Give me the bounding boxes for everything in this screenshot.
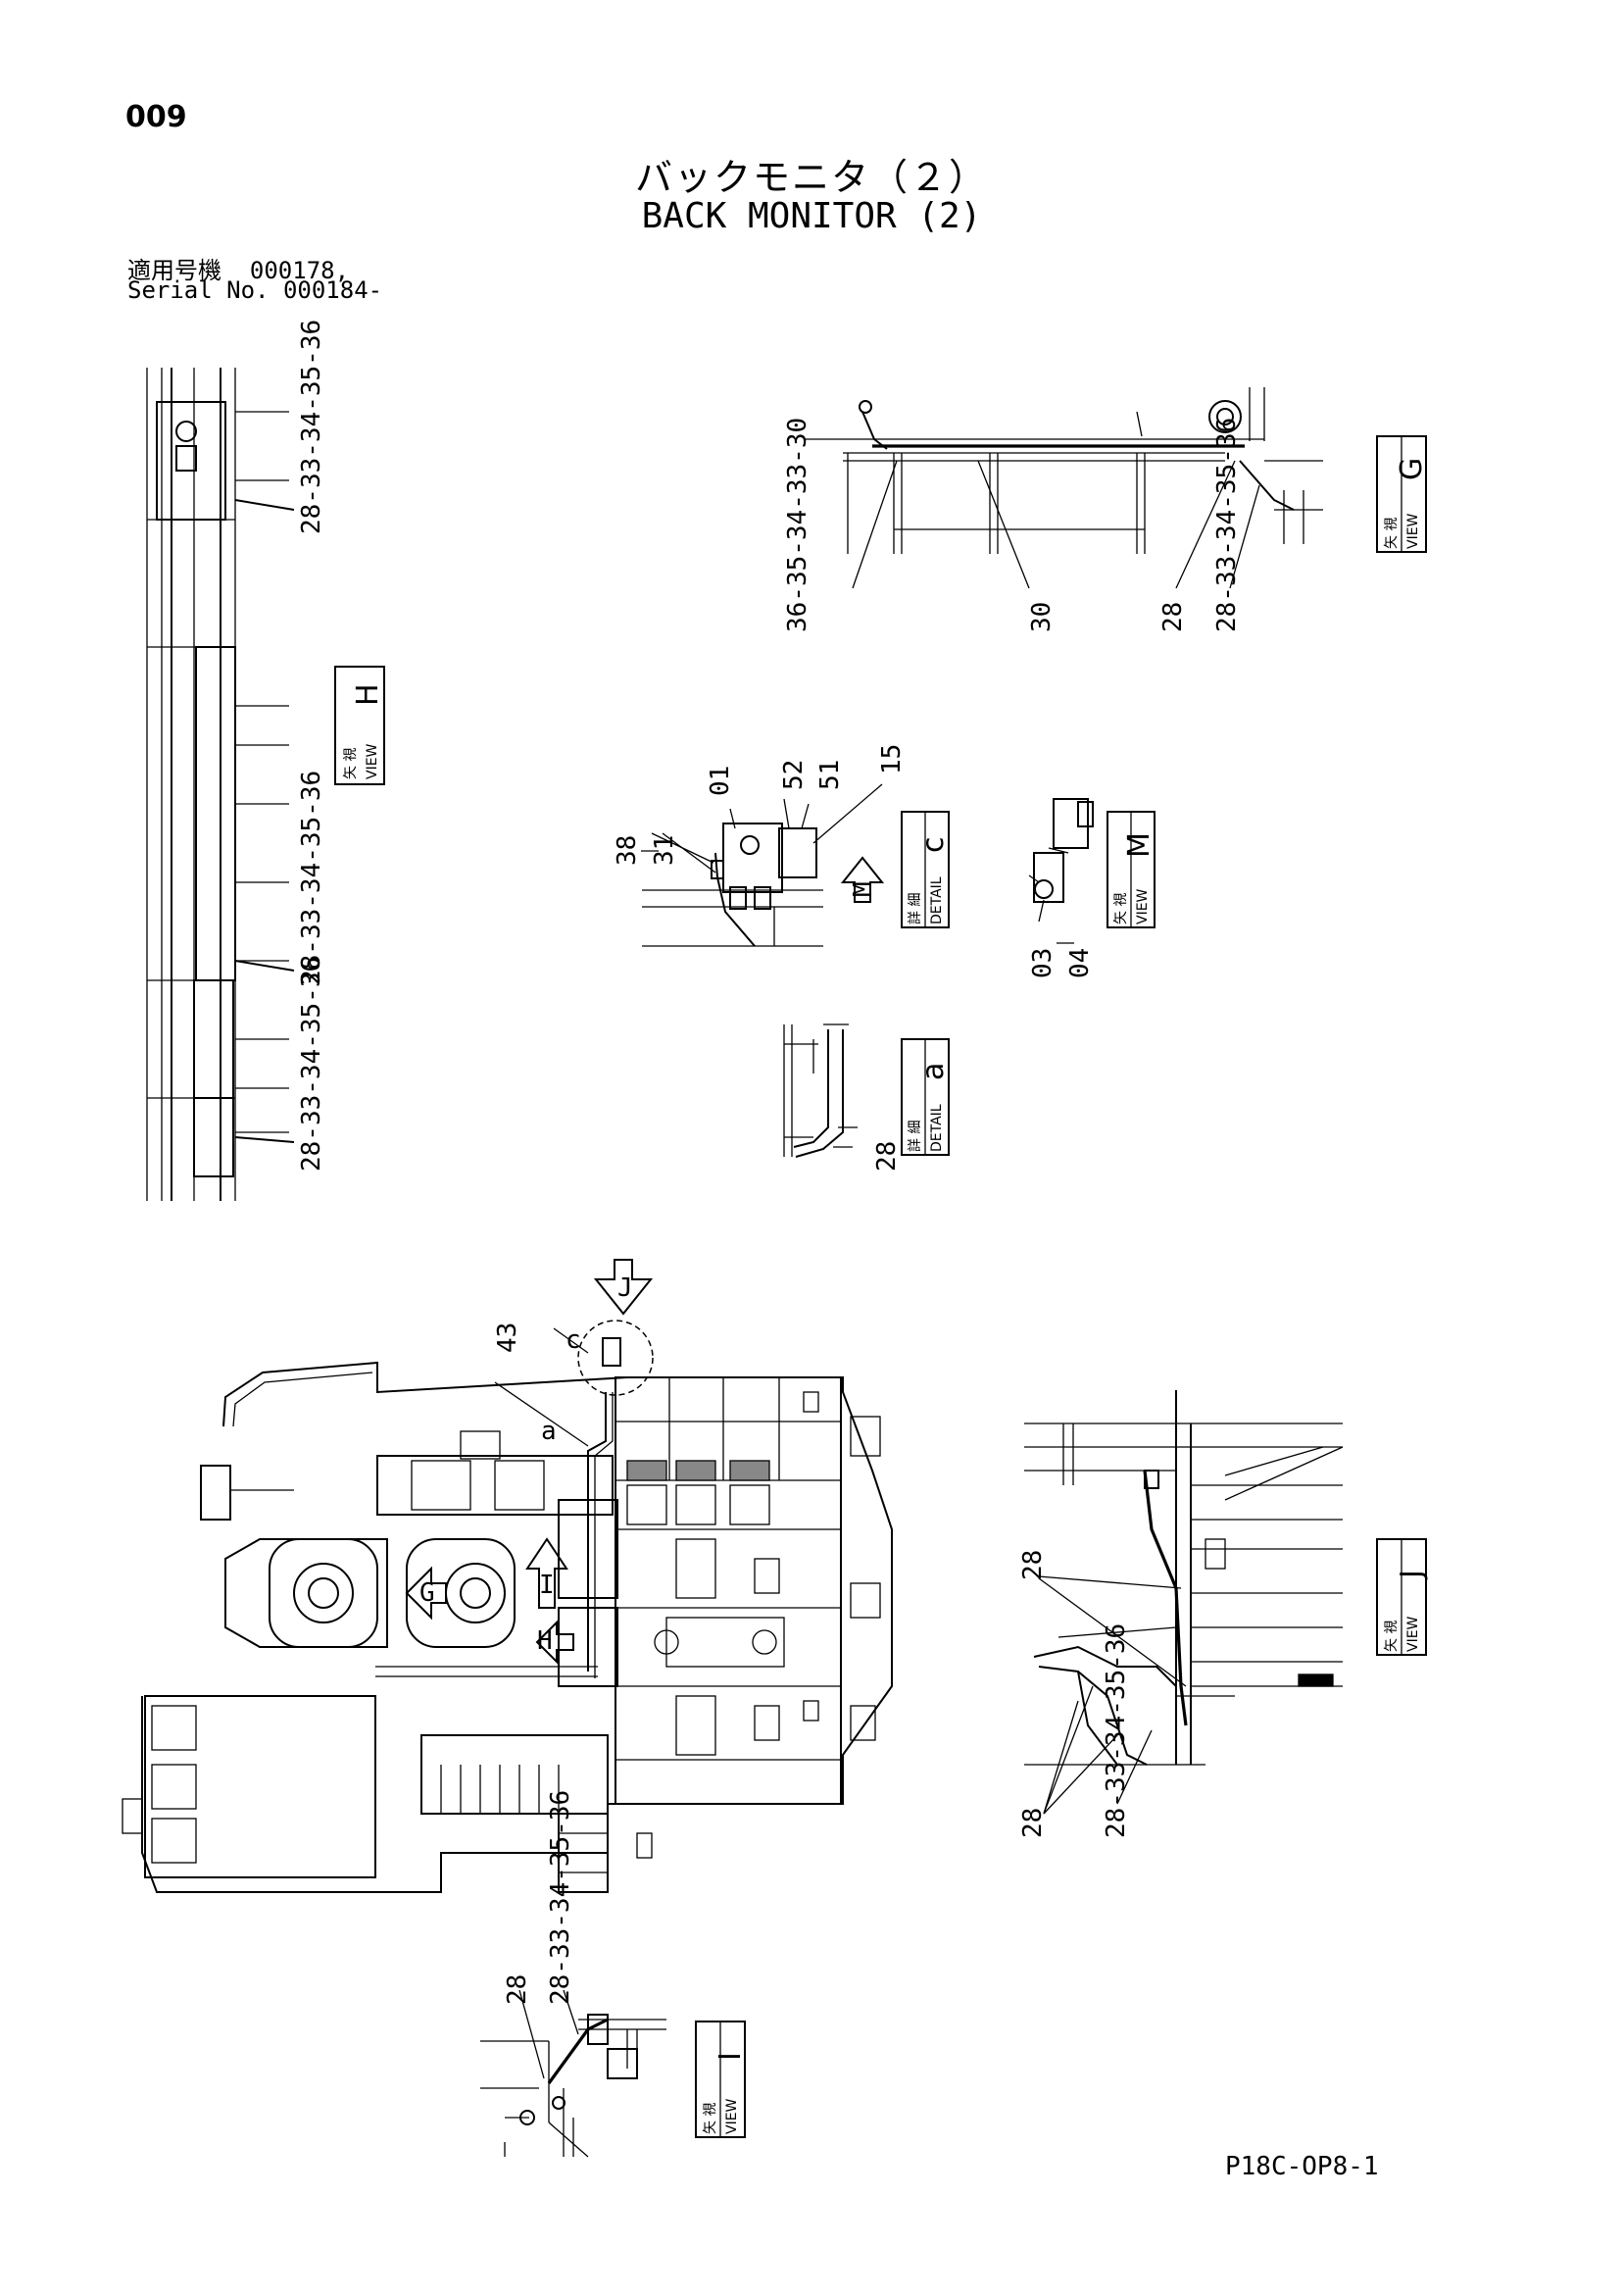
view-j-drawing xyxy=(1024,1390,1344,1815)
callout-52: 52 xyxy=(779,760,809,790)
detail-label-a-letter: a xyxy=(916,1063,951,1080)
callout-28-36-h-top: 28-33-34-35-36 xyxy=(297,320,326,534)
view-label-h-jp: 矢 視 xyxy=(343,748,359,779)
main-plan-drawing xyxy=(122,1259,893,1893)
arrow-h-letter: H xyxy=(537,1626,553,1656)
view-label-i-en: VIEW xyxy=(724,2098,740,2134)
callout-51: 51 xyxy=(815,760,845,790)
view-label-m-en: VIEW xyxy=(1135,888,1151,924)
view-g-drawing xyxy=(804,387,1323,589)
callout-28-36-h-mid: 28-33-34-35-36 xyxy=(297,771,326,985)
detail-c-drawing xyxy=(642,783,885,947)
callout-28-detail-a: 28 xyxy=(872,1141,902,1172)
view-label-i-jp: 矢 視 xyxy=(703,2103,718,2134)
view-label-m-jp: 矢 視 xyxy=(1113,893,1129,924)
page-number: 009 xyxy=(125,100,187,134)
callout-36-30: 36-35-34-33-30 xyxy=(783,418,812,632)
view-label-h-en: VIEW xyxy=(365,743,380,779)
detail-label-c-en: DETAIL xyxy=(929,876,945,924)
callout-01: 01 xyxy=(706,766,735,796)
callout-28-j-top: 28 xyxy=(1018,1550,1048,1580)
callout-30: 30 xyxy=(1027,602,1057,632)
callout-letter-c: c xyxy=(566,1325,581,1355)
detail-label-a-en: DETAIL xyxy=(929,1104,945,1152)
callout-03: 03 xyxy=(1028,948,1057,978)
view-label-j-letter: J xyxy=(1395,1570,1429,1580)
arrow-g-letter: G xyxy=(419,1578,435,1608)
view-i-drawing xyxy=(480,1989,666,2158)
view-label-g-letter: G xyxy=(1395,458,1429,480)
callout-15: 15 xyxy=(877,744,907,774)
title-japanese: バックモニタ（２） xyxy=(634,156,988,199)
callout-28-i: 28 xyxy=(503,1974,532,2005)
arrow-j-letter: J xyxy=(617,1273,633,1303)
callout-28-36-i: 28-33-34-35-36 xyxy=(546,1790,575,2005)
arrow-m-letter: M xyxy=(849,881,878,897)
view-label-j-jp: 矢 視 xyxy=(1384,1621,1400,1652)
view-h-drawing xyxy=(146,368,385,1201)
applicable-serial-jp: 適用号機 000178, xyxy=(127,257,350,284)
arrow-i-letter: I xyxy=(539,1571,555,1600)
view-label-h-letter: H xyxy=(351,683,385,706)
view-label-g-jp: 矢 視 xyxy=(1384,518,1400,549)
callout-28-36-h-bottom: 28-33-34-35-36 xyxy=(297,957,326,1172)
callout-28-36-j: 28-33-34-35-36 xyxy=(1102,1623,1131,1838)
serial-number: Serial No. 000184- xyxy=(127,276,383,304)
callout-04: 04 xyxy=(1065,948,1095,978)
detail-label-c-letter: c xyxy=(916,837,951,854)
callout-letter-a: a xyxy=(541,1417,557,1446)
callout-43: 43 xyxy=(493,1323,522,1353)
view-label-g-en: VIEW xyxy=(1405,513,1421,549)
detail-label-c-jp: 詳 細 xyxy=(908,893,923,924)
callout-28-36-g: 28-33-34-35-36 xyxy=(1212,418,1242,632)
detail-label-a-jp: 詳 細 xyxy=(908,1121,923,1152)
callout-31: 31 xyxy=(650,835,679,866)
title-english: BACK MONITOR (2) xyxy=(641,196,982,236)
drawing-code: P18C-OP8-1 xyxy=(1225,2152,1379,2181)
callout-28-g: 28 xyxy=(1158,602,1188,632)
view-m-drawing xyxy=(1028,798,1094,923)
detail-a-drawing xyxy=(783,1023,858,1158)
view-label-m-letter: M xyxy=(1122,832,1156,858)
callout-28-j-bottom: 28 xyxy=(1018,1808,1048,1838)
callout-38: 38 xyxy=(613,835,642,866)
view-label-i-letter: I xyxy=(713,2052,748,2061)
view-label-j-en: VIEW xyxy=(1405,1616,1421,1652)
